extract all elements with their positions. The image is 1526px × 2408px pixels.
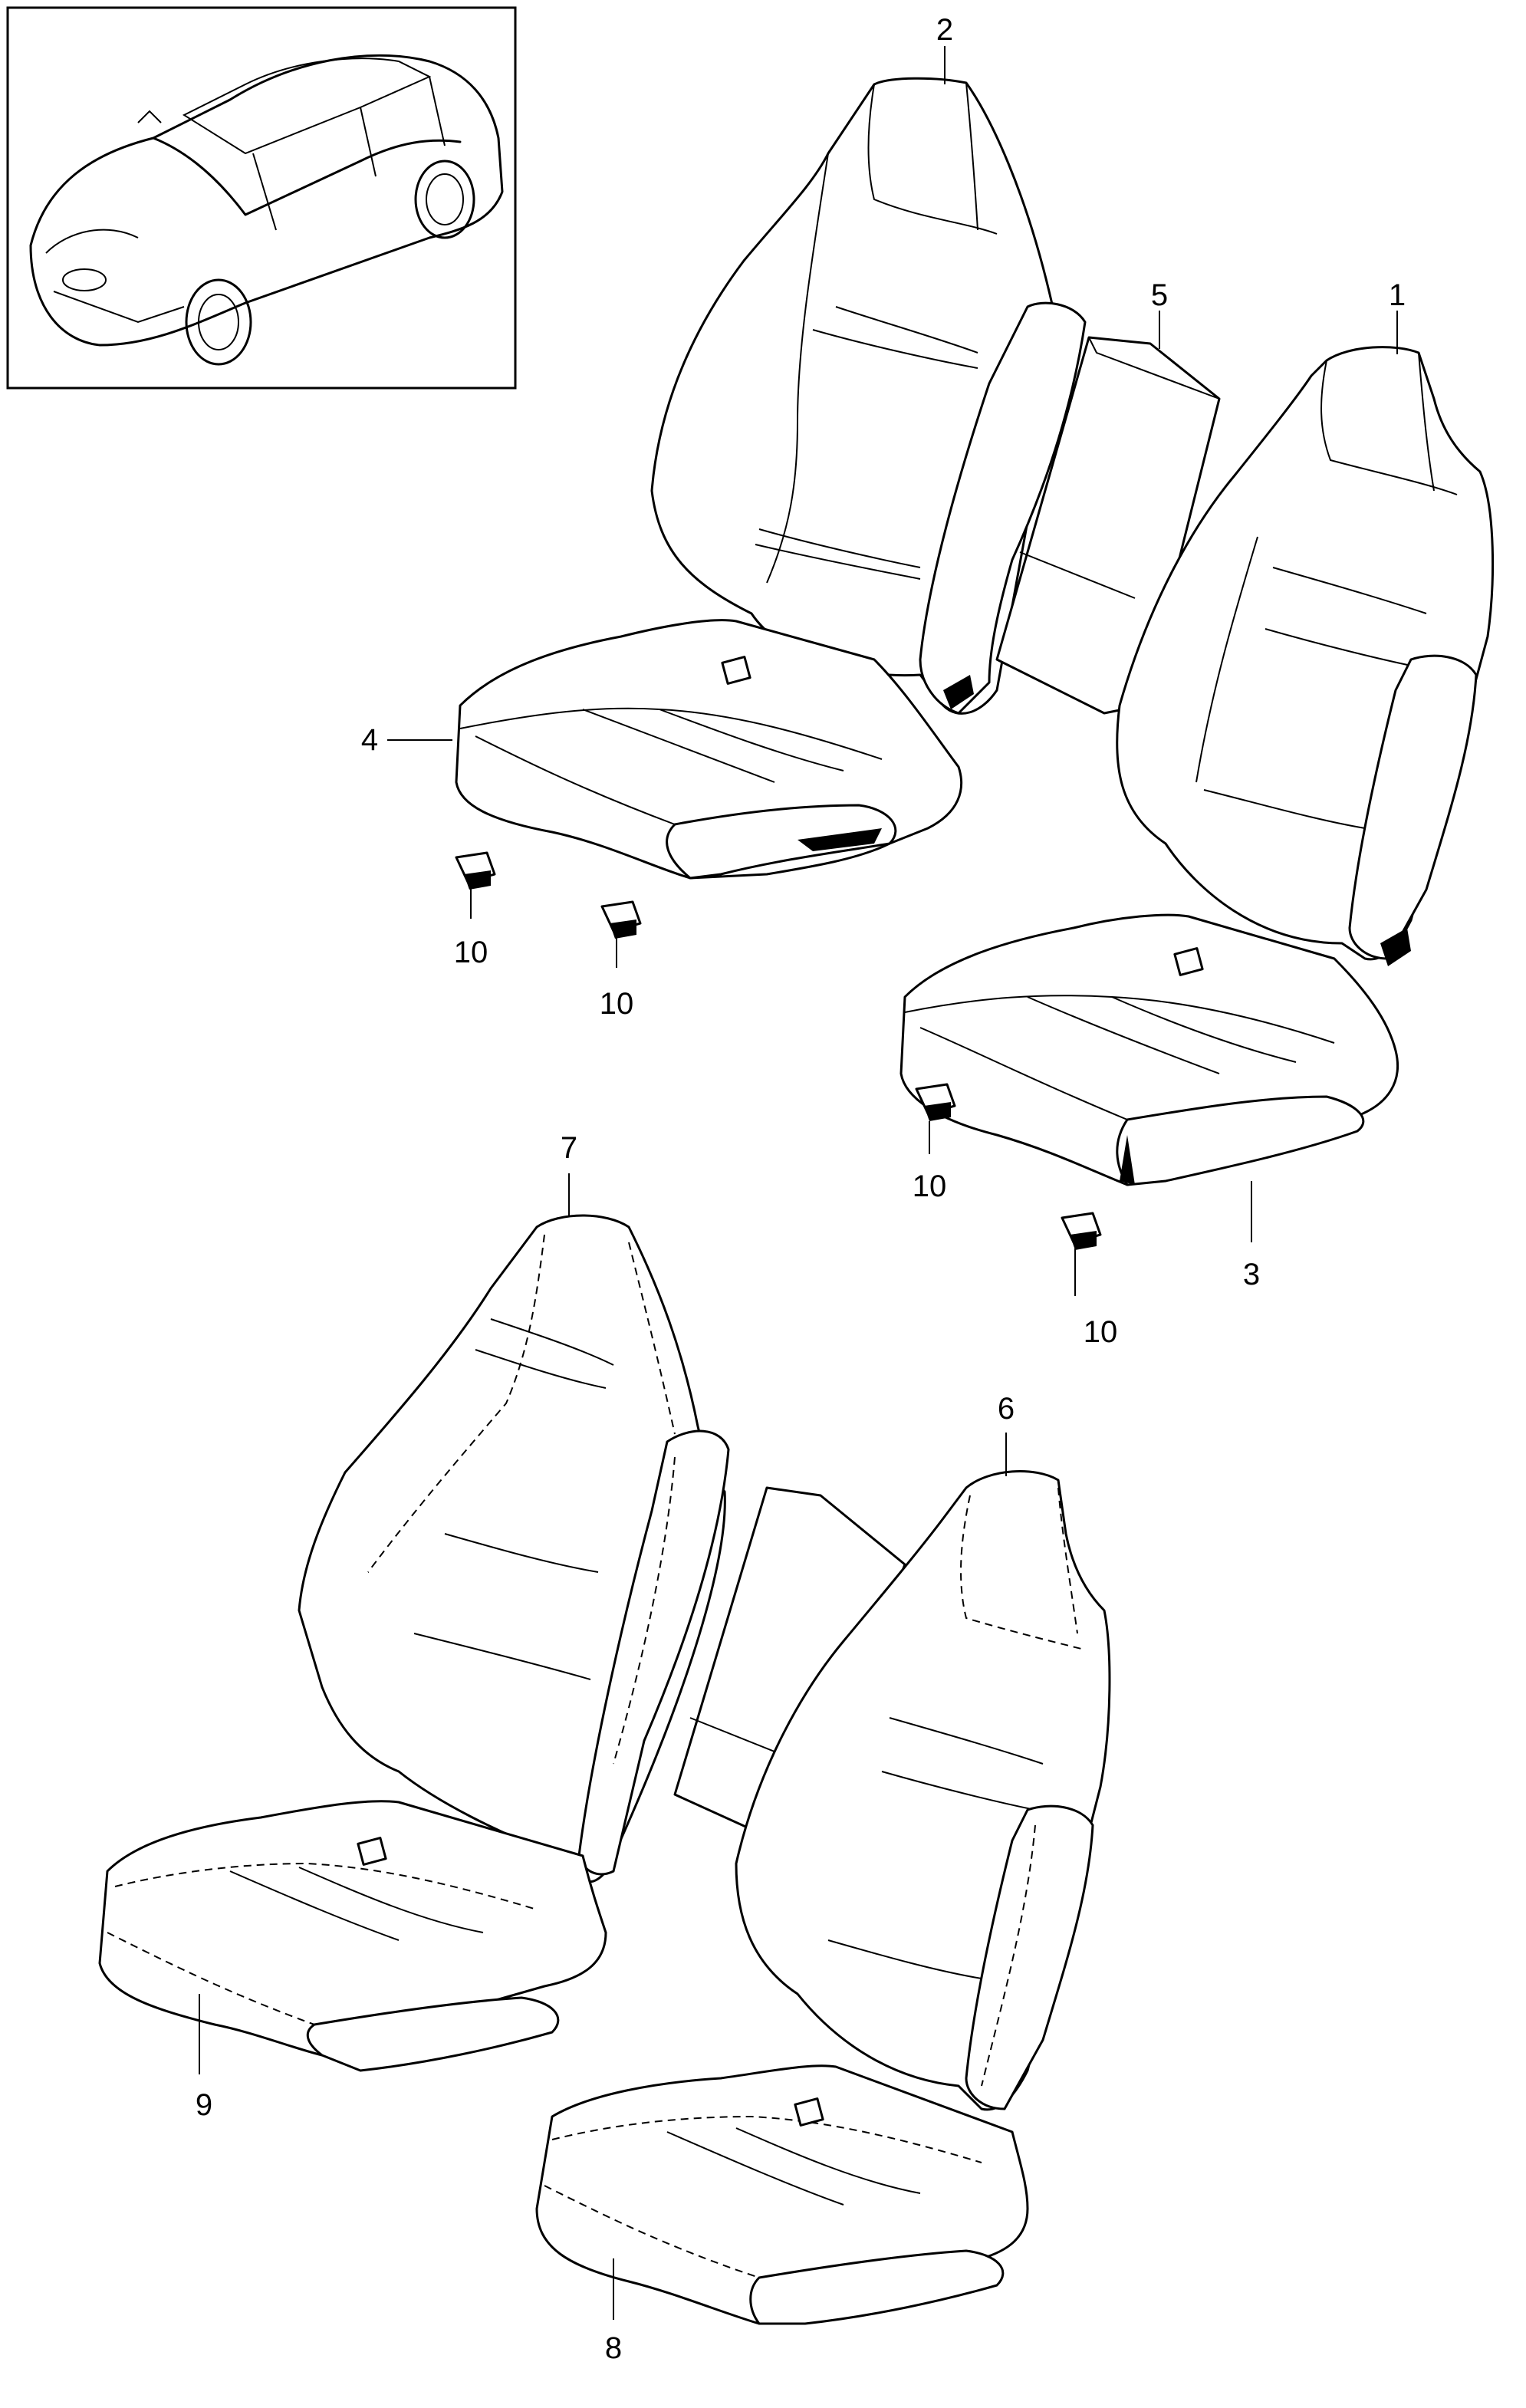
callout-8: 8 — [605, 2331, 622, 2365]
callout-3: 3 — [1243, 1258, 1260, 1291]
part-10-clip-a — [455, 851, 496, 890]
callout-10-c: 10 — [913, 1169, 947, 1203]
callout-6: 6 — [998, 1392, 1015, 1426]
car-icon — [29, 54, 504, 366]
part-6-backrest — [735, 1470, 1111, 2111]
callout-labels: 2 1 5 4 10 10 10 3 10 7 6 9 8 — [196, 13, 1406, 2365]
callout-7: 7 — [561, 1131, 577, 1165]
part-3-cushion — [899, 913, 1399, 1186]
callout-4: 4 — [361, 723, 378, 757]
callout-1: 1 — [1389, 278, 1406, 312]
callout-10-a: 10 — [454, 936, 488, 969]
vehicle-thumbnail — [6, 6, 517, 390]
callout-5: 5 — [1151, 278, 1168, 312]
part-10-clip-d — [1061, 1212, 1102, 1250]
part-9-cushion — [98, 1800, 607, 2072]
callout-10-b: 10 — [600, 987, 634, 1021]
part-4-cushion — [455, 619, 963, 880]
callout-10-d: 10 — [1084, 1315, 1118, 1349]
part-7-backrest — [298, 1214, 730, 1883]
callout-2: 2 — [936, 13, 953, 47]
leader-lines — [199, 46, 1398, 2320]
part-8-cushion — [535, 2064, 1029, 2325]
part-10-clip-b — [600, 900, 642, 939]
callout-9: 9 — [196, 2088, 212, 2122]
part-10-clip-c — [915, 1083, 956, 1121]
part-1-backrest — [1116, 346, 1495, 966]
